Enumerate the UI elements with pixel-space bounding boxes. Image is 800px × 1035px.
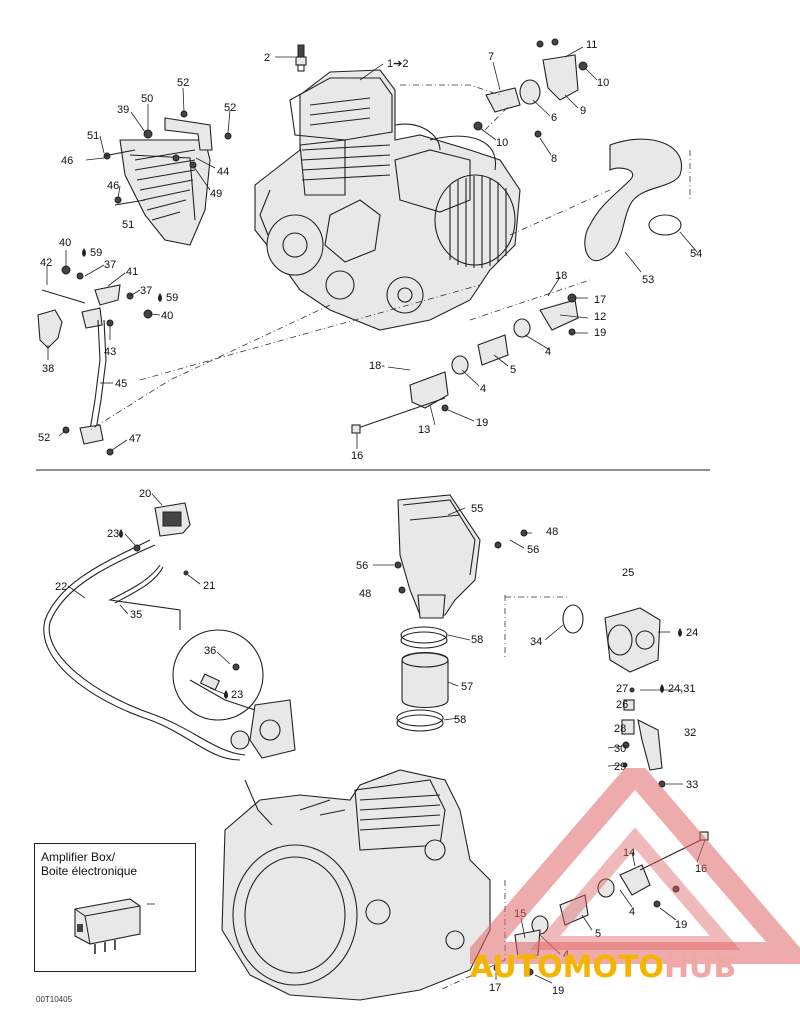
callout-18: 18 xyxy=(555,270,567,282)
callout-27: 27 xyxy=(616,683,628,695)
callout-53: 53 xyxy=(642,274,654,286)
upper-engine-assembly xyxy=(37,38,691,456)
callout-40: 40 xyxy=(161,310,173,322)
callout-25: 25 xyxy=(622,567,634,579)
drop-icon xyxy=(660,684,664,693)
callout-13: 13 xyxy=(418,424,430,436)
amplifier-box-drawing xyxy=(74,898,155,954)
callout-47: 47 xyxy=(129,433,141,445)
amplifier-box-inset: Amplifier Box/ Boite électronique xyxy=(34,843,196,972)
callout-19: 19 xyxy=(594,327,606,339)
callout-4: 4 xyxy=(545,346,551,358)
amplifier-box-title-fr: Boite électronique xyxy=(41,864,138,878)
drop-icon xyxy=(119,529,123,538)
callout-10: 10 xyxy=(597,77,609,89)
callout-33: 33 xyxy=(686,779,698,791)
drop-icon xyxy=(678,628,682,637)
callout-19: 19 xyxy=(552,985,564,997)
callout-35: 35 xyxy=(130,609,142,621)
lower-engine-assembly xyxy=(43,494,709,1001)
callout-5: 5 xyxy=(510,364,516,376)
callout-4: 4 xyxy=(629,906,635,918)
callout-58: 58 xyxy=(454,714,466,726)
drop-icon xyxy=(82,248,86,257)
amplifier-box-title: Amplifier Box/ Boite électronique xyxy=(41,850,137,878)
callout-45: 45 xyxy=(115,378,127,390)
spark-plug-icon xyxy=(295,44,307,72)
watermark-text-b: HUB xyxy=(663,950,737,985)
callout-19: 19 xyxy=(675,919,687,931)
callout-20: 20 xyxy=(139,488,151,500)
callout-50: 50 xyxy=(141,93,153,105)
drop-icon xyxy=(158,293,162,302)
callout-12: 12 xyxy=(594,311,606,323)
callout-5: 5 xyxy=(595,928,601,940)
callout-52: 52 xyxy=(38,432,50,444)
watermark-text: AUTOMOTOHUB xyxy=(470,950,736,985)
callout-23: 23 xyxy=(107,528,119,540)
callout-59: 59 xyxy=(90,247,102,259)
callout-21: 21 xyxy=(203,580,215,592)
callout-22: 22 xyxy=(55,581,67,593)
callout-10: 10 xyxy=(496,137,508,149)
amplifier-box-title-en: Amplifier Box/ xyxy=(41,850,116,864)
callout-59: 59 xyxy=(166,292,178,304)
callout-18: 18- xyxy=(369,360,385,372)
callout-57: 57 xyxy=(461,681,473,693)
callout-52: 52 xyxy=(177,77,189,89)
callout-39: 39 xyxy=(117,104,129,116)
callout-17: 17 xyxy=(594,294,606,306)
watermark-text-a: AUTOMOTO xyxy=(470,950,664,985)
callout-51: 51 xyxy=(122,219,134,231)
drawing-code: 00T10405 xyxy=(36,995,73,1004)
callout-37: 37 xyxy=(104,259,116,271)
callout-19: 19 xyxy=(476,417,488,429)
callout-7: 7 xyxy=(488,51,494,63)
callout-16: 16 xyxy=(351,450,363,462)
callout-23: 23 xyxy=(231,689,243,701)
callout-46: 46 xyxy=(61,155,73,167)
callout-58: 58 xyxy=(471,634,483,646)
callout-56: 56 xyxy=(527,544,539,556)
callout-6: 6 xyxy=(551,112,557,124)
callout-34: 34 xyxy=(530,636,542,648)
watermark-logo xyxy=(470,768,800,964)
callout-51: 51 xyxy=(87,130,99,142)
callout-32: 32 xyxy=(684,727,696,739)
callout-40: 40 xyxy=(59,237,71,249)
callout-14: 14 xyxy=(623,847,635,859)
callout-24-31: 24,31 xyxy=(668,683,696,695)
callout-30: 30 xyxy=(614,743,626,755)
callout-48: 48 xyxy=(546,526,558,538)
callout-1: 1➔2 xyxy=(387,58,408,70)
callout-56: 56 xyxy=(356,560,368,572)
callout-11: 11 xyxy=(586,39,597,51)
callout-49: 49 xyxy=(210,188,222,200)
callout-4: 4 xyxy=(480,383,486,395)
callout-24: 24 xyxy=(686,627,698,639)
callout-43: 43 xyxy=(104,346,116,358)
callout-41: 41 xyxy=(126,266,138,278)
callout-48: 48 xyxy=(359,588,371,600)
callout-8: 8 xyxy=(551,153,557,165)
callout-54: 54 xyxy=(690,248,702,260)
callout-36: 36 xyxy=(204,645,216,657)
drop-icon xyxy=(224,690,228,699)
callout-2: 2 xyxy=(264,52,270,64)
callout-26: 26 xyxy=(616,699,628,711)
callout-42: 42 xyxy=(40,257,52,269)
callout-52: 52 xyxy=(224,102,236,114)
callout-37: 37 xyxy=(140,285,152,297)
callout-38: 38 xyxy=(42,363,54,375)
callout-46: 46 xyxy=(107,180,119,192)
callout-17: 17 xyxy=(489,982,501,994)
leader-lines-upper xyxy=(46,46,698,451)
callout-9: 9 xyxy=(580,105,586,117)
callout-55: 55 xyxy=(471,503,483,515)
callout-44: 44 xyxy=(217,166,229,178)
callout-28: 28 xyxy=(614,723,626,735)
drop-symbols xyxy=(82,248,682,699)
